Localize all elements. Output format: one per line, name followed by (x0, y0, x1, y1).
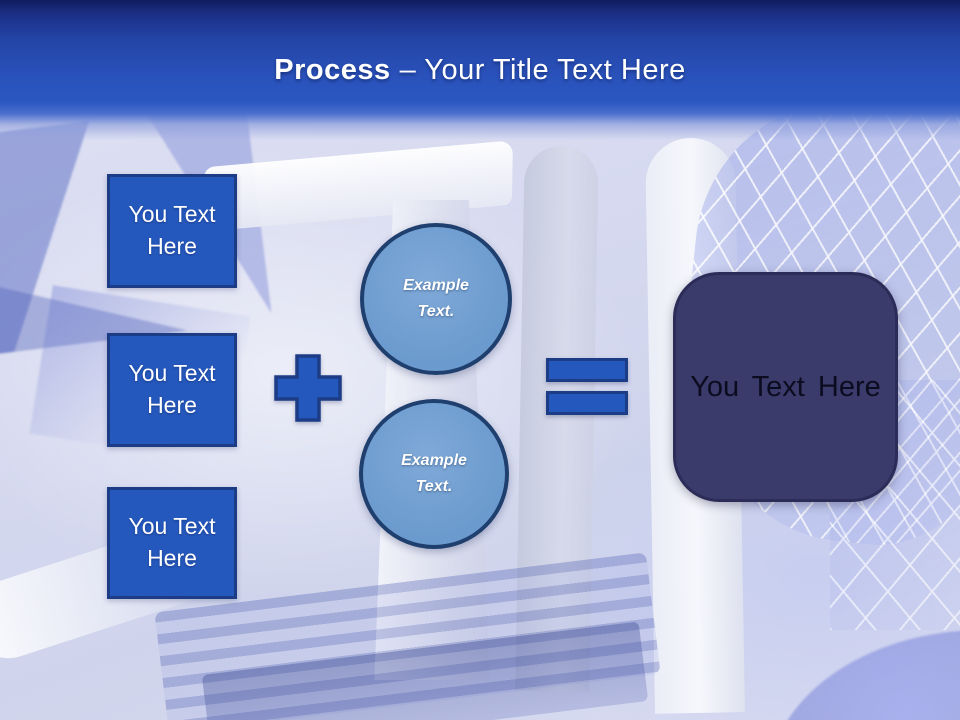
plus-icon[interactable] (273, 353, 343, 423)
input-box-2-label: You Text Here (128, 360, 216, 418)
example-circle-2[interactable]: Example Text. (359, 399, 509, 549)
result-box-label: You Text Here (690, 370, 881, 403)
result-box[interactable]: You Text Here (673, 272, 898, 502)
title-emphasis: Process (274, 54, 391, 86)
equals-bar-bottom (546, 391, 628, 415)
input-box-1[interactable]: You Text Here (107, 174, 237, 288)
example-circle-2-label: Example Text. (401, 451, 467, 495)
equals-bar-top (546, 358, 628, 382)
example-circle-1-label: Example Text. (403, 276, 469, 320)
example-circle-1[interactable]: Example Text. (360, 223, 512, 375)
input-box-3-label: You Text Here (128, 513, 216, 571)
title-bar: Process– Your Title Text Here (0, 0, 960, 140)
slide-title[interactable]: Process– Your Title Text Here (0, 54, 960, 87)
input-box-1-label: You Text Here (128, 201, 216, 259)
input-box-2[interactable]: You Text Here (107, 333, 237, 447)
title-rest: – Your Title Text Here (399, 54, 686, 86)
equals-icon[interactable] (546, 358, 628, 415)
input-box-3[interactable]: You Text Here (107, 487, 237, 599)
